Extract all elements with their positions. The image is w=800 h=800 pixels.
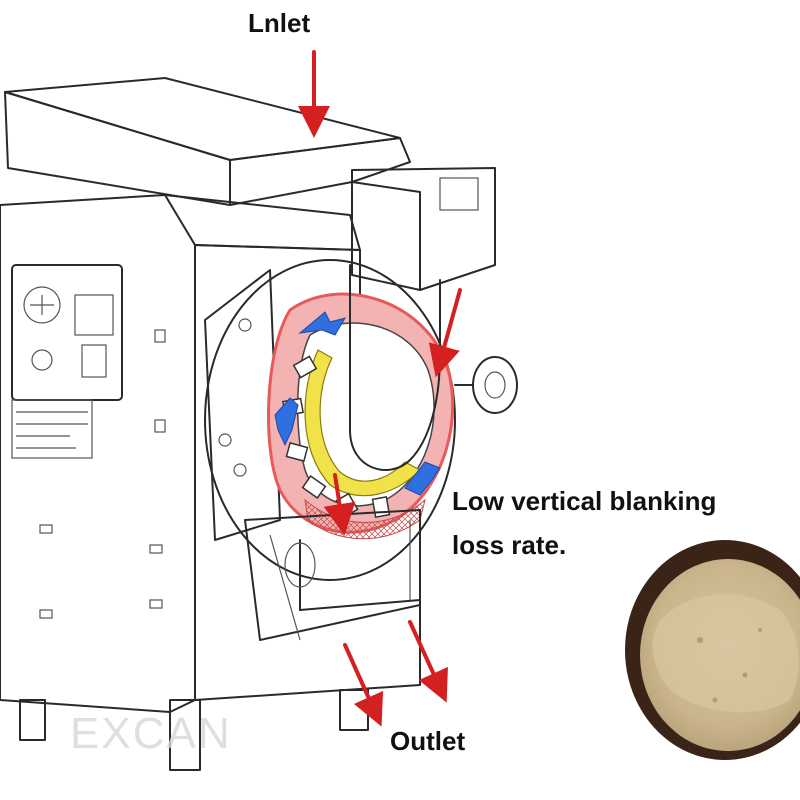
hopper — [4, 77, 496, 291]
airflow-arrows — [274, 311, 441, 496]
blue-arrow-icon — [274, 397, 299, 447]
blue-arrow-icon — [404, 461, 441, 496]
blue-arrow-icon — [298, 311, 347, 336]
flow-arrows — [298, 50, 462, 727]
grinding-chamber — [204, 259, 518, 581]
powder-plate-icon — [625, 540, 800, 760]
red-arrow-icon — [428, 288, 462, 378]
watermark: EXCAN — [70, 709, 232, 758]
discharge-outlet-housing — [244, 509, 421, 641]
red-arrow-icon — [408, 620, 448, 703]
inlet-label: Lnlet — [248, 8, 310, 38]
blanking-label-line1: Low vertical blanking — [452, 486, 716, 516]
red-arrow-icon — [343, 643, 384, 727]
machine-body — [0, 194, 421, 771]
outlet-label: Outlet — [390, 726, 465, 756]
red-arrow-icon — [323, 473, 356, 536]
blanking-label-line2: loss rate. — [452, 530, 566, 560]
